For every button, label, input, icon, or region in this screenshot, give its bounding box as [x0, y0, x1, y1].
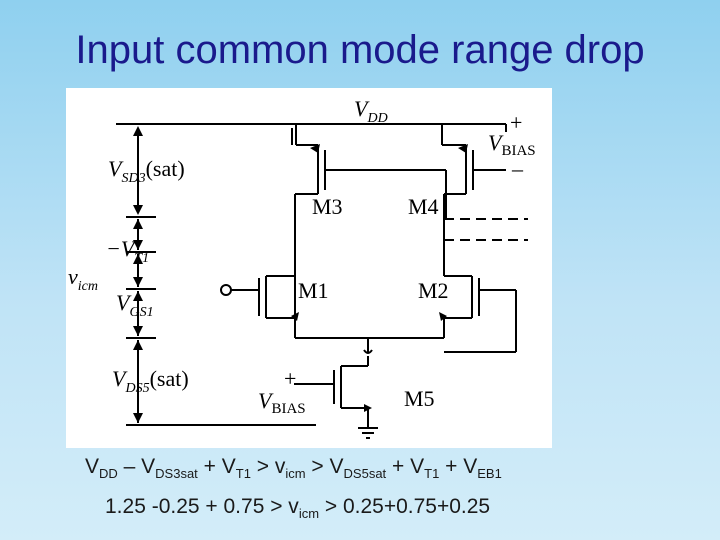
vdd-rail	[291, 123, 507, 146]
svg-text:−VT1: −VT1	[106, 236, 149, 266]
vsd3-label: V	[108, 156, 124, 181]
m5-label: M5	[404, 386, 435, 411]
output-dashes	[444, 218, 528, 241]
transistor-m2	[439, 258, 517, 353]
svg-text:VDD: VDD	[354, 96, 388, 126]
transistor-m5	[294, 338, 378, 439]
m3-label: M3	[312, 194, 343, 219]
equation-line-1: VDD – VDS3sat + VT1 > vicm > VDS5sat + V…	[85, 455, 502, 481]
transistor-m4	[443, 144, 506, 258]
vt1-label: −V	[106, 236, 137, 261]
circuit-diagram: VDD VSD3(sat) −VT1 vicm VGS1 VDS5(sat) +…	[66, 88, 552, 448]
transistor-m3	[294, 144, 447, 338]
svg-text:VBIAS: VBIAS	[488, 130, 536, 159]
vbias-top-label: V	[488, 130, 504, 155]
vbias-top-plus: +	[510, 110, 522, 135]
m2-label: M2	[418, 278, 449, 303]
m4-label: M4	[408, 194, 439, 219]
vds5-label: V	[112, 366, 128, 391]
vbias-bottom-plus: +	[284, 366, 296, 391]
vdd-label: V	[354, 96, 370, 121]
vgs1-label: V	[116, 290, 132, 315]
vbias-bottom-minus: –	[283, 410, 296, 435]
transistor-m1	[220, 275, 444, 339]
svg-text:VSD3(sat): VSD3(sat)	[108, 156, 185, 186]
svg-text:VGS1: VGS1	[116, 290, 154, 320]
circuit-schematic: VDD VSD3(sat) −VT1 vicm VGS1 VDS5(sat) +…	[68, 96, 536, 439]
dimension-lines	[116, 123, 316, 426]
vbias-top-minus: –	[511, 156, 524, 181]
svg-text:vicm: vicm	[68, 264, 98, 294]
svg-text:VBIAS: VBIAS	[258, 388, 306, 417]
equation-line-2: 1.25 -0.25 + 0.75 > vicm > 0.25+0.75+0.2…	[105, 495, 491, 521]
vicm-label: v	[68, 264, 78, 289]
m1-label: M1	[298, 278, 329, 303]
svg-text:VDS5(sat): VDS5(sat)	[112, 366, 189, 396]
slide-title: Input common mode range drop	[75, 28, 645, 72]
vbias-bottom-label: V	[258, 388, 274, 413]
